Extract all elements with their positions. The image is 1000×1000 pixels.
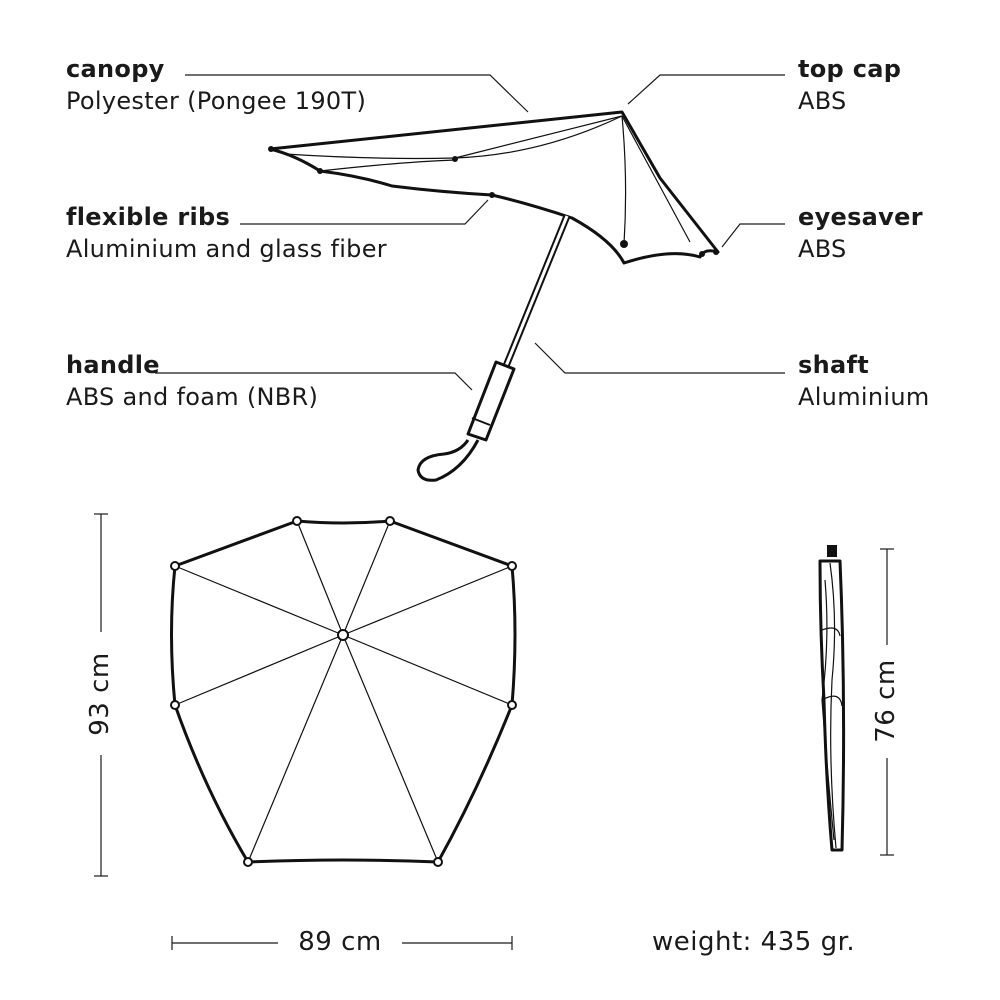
leader-top-cap xyxy=(627,74,785,105)
length-dim-label: 76 cm xyxy=(871,659,901,743)
top-canopy-outline xyxy=(170,519,517,864)
top-rib xyxy=(247,634,344,863)
top-rib-tip xyxy=(243,857,253,867)
top-rib xyxy=(342,634,513,706)
label-flexible-ribs: flexible ribs Aluminium and glass fiber xyxy=(66,205,387,261)
top-rib xyxy=(174,634,344,706)
side-canopy-outline xyxy=(268,110,720,265)
top-cap-center xyxy=(337,629,349,641)
top-rib-tip xyxy=(292,516,302,526)
part-material: ABS xyxy=(798,235,847,263)
part-material: Aluminium xyxy=(798,383,930,411)
top-rib-tip xyxy=(433,857,443,867)
top-rib-tip xyxy=(170,700,180,710)
leader-shaft xyxy=(534,342,785,374)
side-handle-band xyxy=(471,417,491,426)
part-material: ABS xyxy=(798,87,847,115)
side-rib-tip xyxy=(699,251,705,257)
part-material: ABS and foam (NBR) xyxy=(66,383,319,411)
top-rib-tip xyxy=(507,700,517,710)
top-rib xyxy=(342,565,513,636)
top-rib-tip xyxy=(385,516,395,526)
part-name: eyesaver xyxy=(798,203,923,231)
label-shaft: shaft Aluminium xyxy=(798,353,930,409)
side-canopy-inner-edge xyxy=(284,115,623,160)
closed-strap xyxy=(821,627,843,707)
top-rib xyxy=(174,565,344,636)
part-name: flexible ribs xyxy=(66,203,231,231)
umbrella-closed-view xyxy=(818,545,846,852)
leader-eyesaver xyxy=(721,223,785,248)
top-rib xyxy=(342,520,391,636)
closed-fold-line xyxy=(829,562,837,849)
leader-flexible-ribs xyxy=(240,199,489,225)
label-eyesaver: eyesaver ABS xyxy=(798,205,923,261)
top-rib xyxy=(296,520,344,636)
side-rib-tip xyxy=(620,240,628,248)
part-material: Polyester (Pongee 190T) xyxy=(66,87,367,115)
leader-canopy xyxy=(185,74,529,113)
side-shaft-core xyxy=(504,215,569,367)
umbrella-top-view xyxy=(170,516,517,867)
side-canopy-inner-fold xyxy=(319,159,456,172)
side-rib-right xyxy=(621,115,691,243)
side-rib-tip xyxy=(452,156,458,162)
side-rib-tip xyxy=(317,168,323,174)
part-name: handle xyxy=(66,351,160,379)
width-dim-label: 89 cm xyxy=(298,927,382,957)
umbrella-side-view xyxy=(268,110,720,482)
height-dim-label: 93 cm xyxy=(85,652,115,736)
label-canopy: canopy Polyester (Pongee 190T) xyxy=(66,57,366,113)
top-rib xyxy=(342,634,439,863)
label-top-cap: top cap ABS xyxy=(798,57,901,113)
top-rib-tip xyxy=(507,561,517,571)
side-rib-tip xyxy=(268,146,274,152)
dimension-lines xyxy=(94,513,894,950)
leader-handle xyxy=(155,372,473,391)
top-rib-tip xyxy=(170,561,180,571)
part-name: top cap xyxy=(798,55,902,83)
leader-lines xyxy=(155,74,785,391)
side-rib-front xyxy=(621,115,627,245)
closed-top-cap xyxy=(827,545,837,557)
side-rib-tip xyxy=(489,192,495,198)
side-rib-left xyxy=(454,115,623,159)
part-material: Aluminium and glass fiber xyxy=(66,235,387,263)
weight-label: weight: 435 gr. xyxy=(652,927,856,957)
side-handle-strap xyxy=(416,439,480,482)
closed-body-outline xyxy=(818,559,846,852)
side-handle xyxy=(466,360,516,442)
label-handle: handle ABS and foam (NBR) xyxy=(66,353,318,409)
closed-fold-line xyxy=(821,579,835,841)
side-rib-tip xyxy=(713,249,719,255)
part-name: shaft xyxy=(798,351,869,379)
part-name: canopy xyxy=(66,55,165,83)
